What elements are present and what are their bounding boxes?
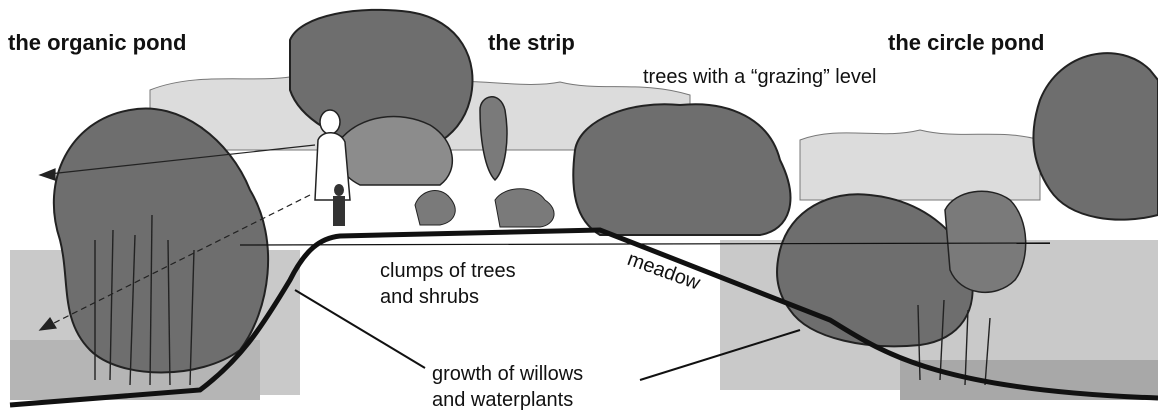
clumps-label-line2: and shrubs <box>380 286 479 309</box>
clumps-label-line1: clumps of trees <box>380 260 516 283</box>
organic-pond-label: the organic pond <box>8 30 186 55</box>
grazing-trees-label: trees with a “grazing” level <box>643 66 876 89</box>
child-figure <box>333 184 345 226</box>
willows-label-line1: growth of willows <box>432 363 583 386</box>
circle-pond-label: the circle pond <box>888 30 1044 55</box>
willows-label-line2: and waterplants <box>432 389 573 412</box>
strip-label: the strip <box>488 30 575 55</box>
